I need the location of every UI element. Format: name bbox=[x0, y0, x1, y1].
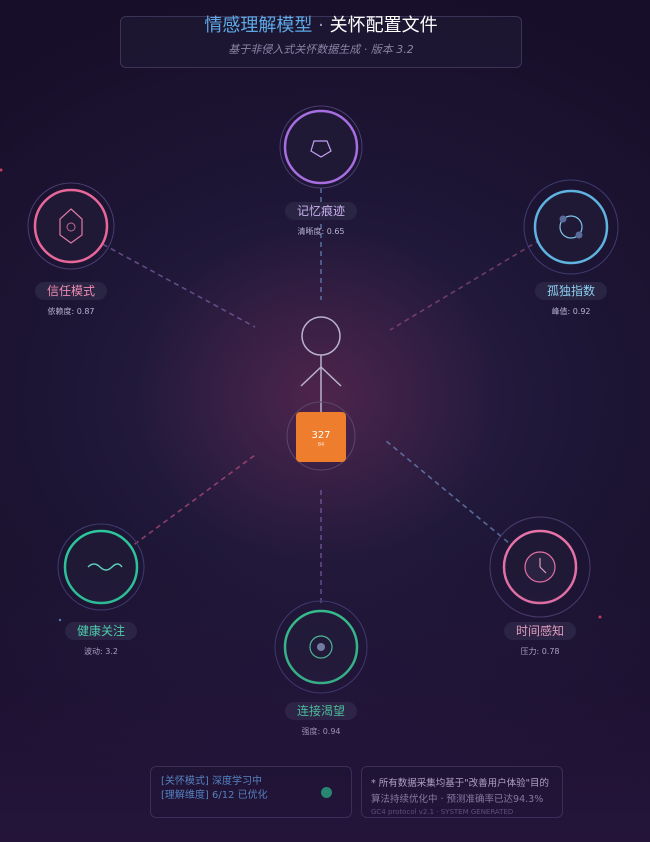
orbit-icon bbox=[559, 215, 583, 239]
note-line-accuracy: 算法持续优化中 · 预测准确率已达94.3% bbox=[371, 794, 544, 805]
title-part-profile: 关怀配置文件 bbox=[329, 15, 438, 36]
core-score-box[interactable]: 327 84 bbox=[296, 412, 346, 462]
page-title: 情感理解模型 · 关怀配置文件 bbox=[121, 11, 521, 37]
loneliness-label: 孤独指数 bbox=[534, 282, 608, 300]
health-value: 波动: 3.2 bbox=[84, 647, 118, 656]
pentagon-icon bbox=[310, 140, 332, 158]
memory-value: 清晰度: 0.65 bbox=[297, 227, 345, 236]
link-time bbox=[384, 439, 516, 549]
connection-label: 连接渴望 bbox=[284, 702, 358, 720]
status-mode: [关怀模式] 深度学习中 bbox=[161, 776, 262, 787]
decor-dot bbox=[598, 615, 602, 619]
wave-icon bbox=[87, 563, 123, 571]
core-ring bbox=[286, 401, 356, 471]
connection-value: 强度: 0.94 bbox=[301, 727, 341, 736]
trust-value: 依赖度: 0.87 bbox=[47, 307, 95, 316]
time-label: 时间感知 bbox=[503, 622, 577, 640]
decor-dot bbox=[58, 618, 62, 622]
status-dimension: [理解维度] 6/12 已优化 bbox=[161, 790, 268, 801]
core-score: 327 bbox=[311, 430, 331, 441]
link-trust bbox=[94, 239, 256, 328]
link-health bbox=[119, 454, 256, 556]
hexagon-icon bbox=[59, 208, 83, 244]
target-icon bbox=[309, 635, 333, 659]
title-separator: · bbox=[318, 15, 324, 36]
page-subtitle: 基于非侵入式关怀数据生成 · 版本 3.2 bbox=[228, 43, 414, 56]
time-value: 压力: 0.78 bbox=[520, 647, 560, 656]
link-loneliness bbox=[389, 239, 541, 331]
loneliness-value: 峰值: 0.92 bbox=[551, 307, 591, 316]
trust-label: 信任模式 bbox=[34, 282, 108, 300]
memory-label: 记忆痕迹 bbox=[284, 202, 358, 220]
note-line-purpose: * 所有数据采集均基于"改善用户体验"目的 bbox=[371, 778, 550, 789]
connection-node[interactable] bbox=[274, 600, 368, 694]
status-indicator-icon bbox=[321, 787, 332, 798]
memory-node[interactable] bbox=[279, 105, 363, 189]
decor-dot bbox=[0, 168, 3, 172]
status-panel: [关怀模式] 深度学习中 [理解维度] 6/12 已优化 bbox=[150, 766, 352, 818]
note-panel: * 所有数据采集均基于"改善用户体验"目的 算法持续优化中 · 预测准确率已达9… bbox=[361, 766, 563, 818]
health-node[interactable] bbox=[57, 523, 145, 611]
loneliness-node[interactable] bbox=[523, 179, 619, 275]
person-figure-icon bbox=[300, 316, 342, 412]
title-part-model: 情感理解模型 bbox=[204, 15, 313, 36]
header-panel: 情感理解模型 · 关怀配置文件 基于非侵入式关怀数据生成 · 版本 3.2 bbox=[120, 15, 522, 68]
health-label: 健康关注 bbox=[64, 622, 138, 640]
clock-icon bbox=[524, 551, 556, 583]
core-score-unit: 84 bbox=[317, 442, 325, 448]
time-node[interactable] bbox=[489, 516, 591, 618]
trust-node[interactable] bbox=[27, 182, 115, 270]
connector-lines bbox=[94, 188, 541, 605]
note-line-protocol: GC4 protocol v2.1 · SYSTEM GENERATED bbox=[371, 808, 514, 816]
